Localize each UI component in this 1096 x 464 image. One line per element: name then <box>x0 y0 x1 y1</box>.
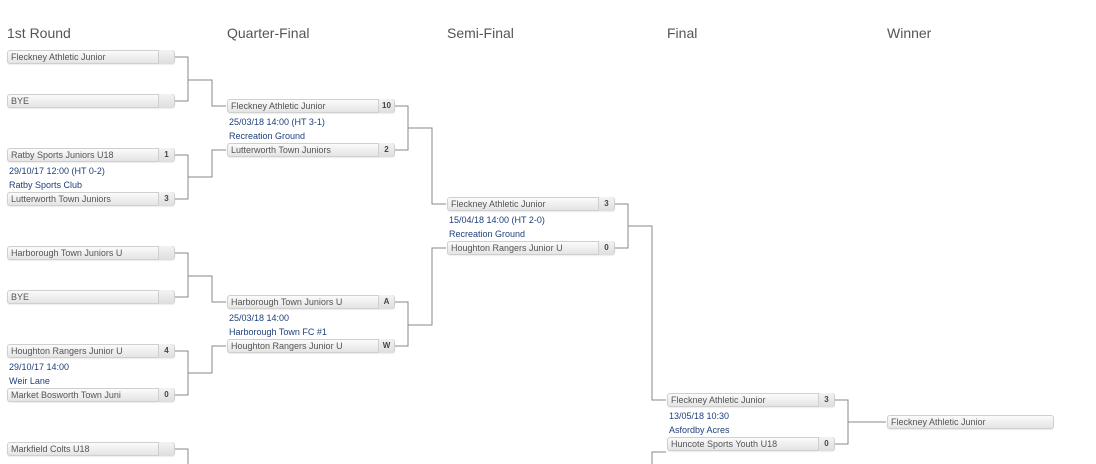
team-score <box>158 50 174 64</box>
r1-m4-away[interactable]: Market Bosworth Town Juni 0 <box>7 388 175 402</box>
team-name: BYE <box>11 96 30 106</box>
final-m1-info: 13/05/18 10:30 Asfordby Acres <box>669 409 730 437</box>
qf-m2-home[interactable]: Harborough Town Juniors U A <box>227 295 395 309</box>
team-name: Fleckney Athletic Junior <box>231 101 326 111</box>
connector-r1-c <box>175 149 226 178</box>
match-datetime: 25/03/18 14:00 <box>229 313 290 323</box>
connector-r1-d <box>175 177 189 200</box>
r1-m4-info: 29/10/17 14:00 Weir Lane <box>9 360 69 388</box>
sf-m1-away[interactable]: Houghton Rangers Junior U 0 <box>447 241 615 255</box>
team-score: 1 <box>158 148 174 162</box>
round-title-1st-round: 1st Round <box>7 25 71 41</box>
team-score: A <box>378 295 394 309</box>
sf-m1-info: 15/04/18 14:00 (HT 2-0) Recreation Groun… <box>449 213 545 241</box>
match-venue[interactable]: Recreation Ground <box>229 131 306 141</box>
qf-m1-away[interactable]: Lutterworth Town Juniors 2 <box>227 143 395 157</box>
connector-r1-a <box>175 56 226 107</box>
team-name: Ratby Sports Juniors U18 <box>11 150 114 160</box>
connector-sf-b <box>615 226 629 249</box>
match-datetime: 29/10/17 14:00 <box>9 362 70 372</box>
team-score: 3 <box>598 197 614 211</box>
connector-sf-a <box>615 203 666 401</box>
team-name: Fleckney Athletic Junior <box>11 52 106 62</box>
match-datetime: 25/03/18 14:00 (HT 3-1) <box>229 117 325 127</box>
team-score <box>158 290 174 304</box>
match-datetime: 13/05/18 10:30 <box>669 411 730 421</box>
team-score: 0 <box>598 241 614 255</box>
round-title-final: Final <box>667 25 698 41</box>
team-score <box>158 94 174 108</box>
connector-qf-a <box>395 105 446 205</box>
team-name: Lutterworth Town Juniors <box>11 194 111 204</box>
team-name: Fleckney Athletic Junior <box>671 395 766 405</box>
team-score: 3 <box>818 393 834 407</box>
team-name: Fleckney Athletic Junior <box>451 199 546 209</box>
r1-team-bye-1[interactable]: BYE <box>7 94 175 108</box>
r1-m2-home[interactable]: Ratby Sports Juniors U18 1 <box>7 148 175 162</box>
connector-qf-c <box>395 247 446 326</box>
qf-m1-info: 25/03/18 14:00 (HT 3-1) Recreation Groun… <box>229 115 325 143</box>
round-title-winner: Winner <box>887 25 932 41</box>
team-score: 0 <box>818 437 834 451</box>
r1-m2-info: 29/10/17 12:00 (HT 0-2) Ratby Sports Clu… <box>9 164 105 192</box>
match-venue[interactable]: Weir Lane <box>9 376 50 386</box>
team-score <box>158 442 174 456</box>
match-venue[interactable]: Asfordby Acres <box>669 425 730 435</box>
final-m1-away[interactable]: Huncote Sports Youth U18 0 <box>667 437 835 451</box>
r1-m2-away[interactable]: Lutterworth Town Juniors 3 <box>7 192 175 206</box>
team-name: Markfield Colts U18 <box>11 444 90 454</box>
connector-final-b <box>835 422 849 445</box>
connector-r1-e <box>175 252 226 303</box>
team-score: 10 <box>378 99 394 113</box>
team-name: BYE <box>11 292 30 302</box>
winner-team[interactable]: Fleckney Athletic Junior <box>887 415 1054 429</box>
r1-team-fleckney[interactable]: Fleckney Athletic Junior <box>7 50 175 64</box>
r1-team-bye-2[interactable]: BYE <box>7 290 175 304</box>
team-score: 0 <box>158 388 174 402</box>
qf-m2-info: 25/03/18 14:00 Harborough Town FC #1 <box>229 311 327 339</box>
team-name: Fleckney Athletic Junior <box>891 417 986 427</box>
connector-r1-f <box>175 276 189 298</box>
team-score: 4 <box>158 344 174 358</box>
r1-team-harborough[interactable]: Harborough Town Juniors U <box>7 246 175 260</box>
team-score: W <box>378 339 394 353</box>
team-name: Harborough Town Juniors U <box>11 248 123 258</box>
match-datetime: 29/10/17 12:00 (HT 0-2) <box>9 166 105 176</box>
connector-r1-b <box>175 80 189 102</box>
connector-r1-h <box>175 373 189 396</box>
team-name: Houghton Rangers Junior U <box>231 341 343 351</box>
connector-qf-b <box>395 128 409 151</box>
team-name: Harborough Town Juniors U <box>231 297 343 307</box>
team-name: Houghton Rangers Junior U <box>451 243 563 253</box>
connector-r1-g <box>175 345 226 374</box>
team-score: 2 <box>378 143 394 157</box>
final-m1-home[interactable]: Fleckney Athletic Junior 3 <box>667 393 835 407</box>
match-venue[interactable]: Harborough Town FC #1 <box>229 327 327 337</box>
round-title-semi-final: Semi-Final <box>447 25 514 41</box>
team-score <box>158 246 174 260</box>
team-name: Huncote Sports Youth U18 <box>671 439 778 449</box>
sf-m1-home[interactable]: Fleckney Athletic Junior 3 <box>447 197 615 211</box>
team-score: 3 <box>158 192 174 206</box>
team-name: Market Bosworth Town Juni <box>11 390 121 400</box>
qf-m1-home[interactable]: Fleckney Athletic Junior 10 <box>227 99 395 113</box>
connector-r1-i <box>175 448 189 464</box>
r1-m4-home[interactable]: Houghton Rangers Junior U 4 <box>7 344 175 358</box>
team-name: Lutterworth Town Juniors <box>231 145 331 155</box>
round-title-quarter-final: Quarter-Final <box>227 25 310 41</box>
match-venue[interactable]: Ratby Sports Club <box>9 180 83 190</box>
connector-sf-c <box>651 451 666 464</box>
match-venue[interactable]: Recreation Ground <box>449 229 526 239</box>
connector-final-a <box>835 399 886 423</box>
team-name: Houghton Rangers Junior U <box>11 346 123 356</box>
connector-qf-d <box>395 325 409 347</box>
match-datetime: 15/04/18 14:00 (HT 2-0) <box>449 215 545 225</box>
r1-team-markfield[interactable]: Markfield Colts U18 <box>7 442 175 456</box>
qf-m2-away[interactable]: Houghton Rangers Junior U W <box>227 339 395 353</box>
